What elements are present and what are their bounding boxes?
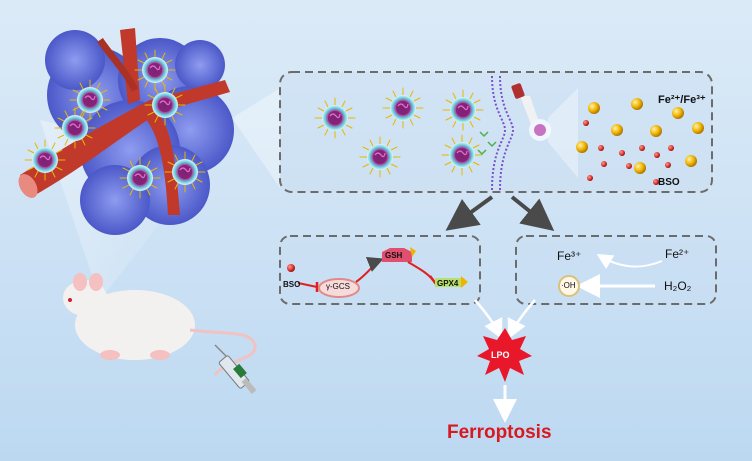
ferroptosis-title: Ferroptosis xyxy=(447,422,552,443)
fe3-label: Fe³⁺ xyxy=(557,249,582,263)
bso-molecules xyxy=(583,120,674,185)
mouse-illustration xyxy=(63,273,257,376)
fe2-label: Fe²⁺ xyxy=(665,247,690,261)
syringe-illustration xyxy=(214,344,257,395)
gpx4-label: GPX4 xyxy=(437,279,459,288)
lpo-burst xyxy=(477,328,532,382)
hydroxyl-radical-label: ·OH xyxy=(561,281,576,290)
gsh-pathway-panel xyxy=(279,235,481,305)
bso-label-top: BSO xyxy=(658,177,680,188)
iron-ions xyxy=(576,98,704,174)
bso-label-left: BSO xyxy=(283,280,301,289)
gcs-label: γ-GCS xyxy=(326,282,350,291)
iron-ions-label: Fe²⁺/Fe³⁺ xyxy=(658,94,706,106)
lpo-label: LPO xyxy=(491,350,510,360)
gsh-label: GSH xyxy=(385,251,403,260)
cell-membrane xyxy=(491,75,515,191)
uptake-panel xyxy=(279,71,713,193)
h2o2-label: H₂O₂ xyxy=(664,279,692,293)
blood-vessel xyxy=(18,28,230,215)
